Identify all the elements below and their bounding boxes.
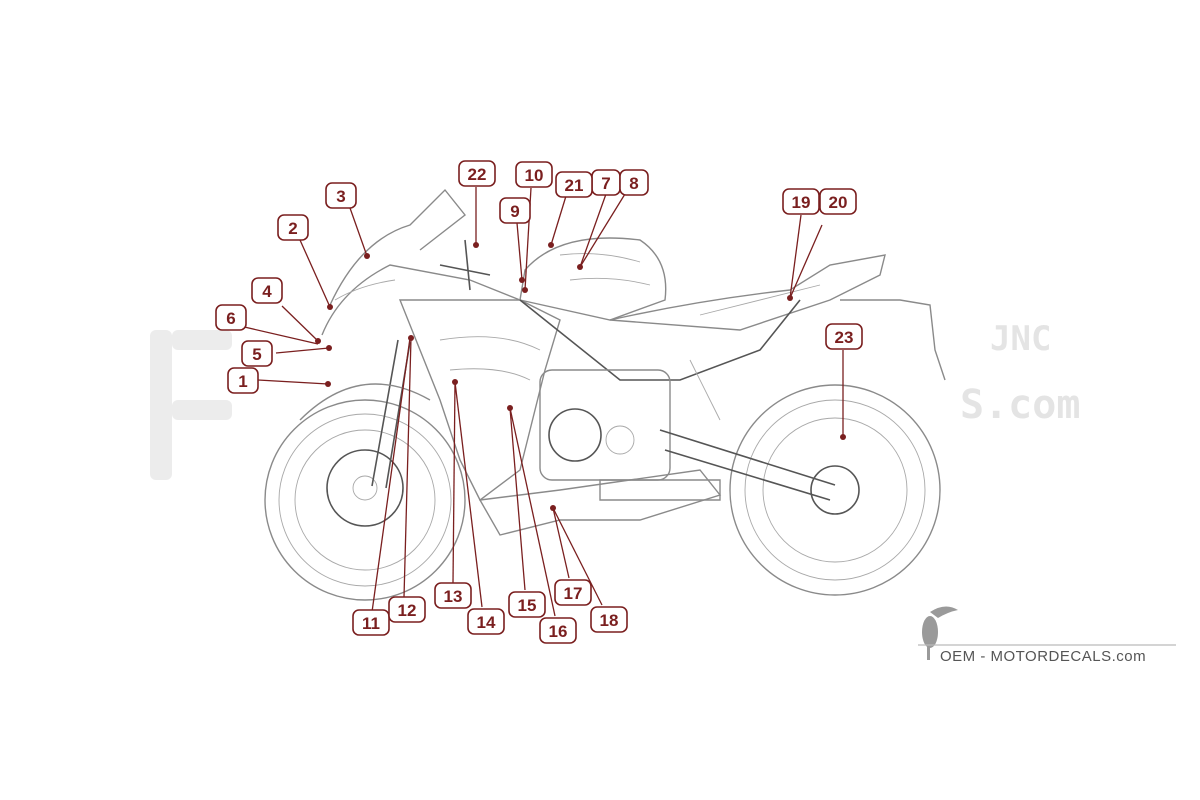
decal-target-dots bbox=[315, 242, 846, 511]
brand-watermark: OEM - MOTORDECALS.com bbox=[918, 606, 1176, 665]
svg-text:17: 17 bbox=[564, 584, 583, 603]
svg-text:15: 15 bbox=[518, 596, 537, 615]
watermark-text-com: S.com bbox=[960, 382, 1080, 428]
front-fork bbox=[371, 339, 411, 489]
callout-21: 21 bbox=[555, 171, 593, 198]
clutch-cover bbox=[548, 408, 602, 462]
callout-8: 8 bbox=[619, 169, 649, 196]
callout-19: 19 bbox=[782, 188, 820, 215]
callout-18: 18 bbox=[590, 606, 628, 633]
callout-11: 11 bbox=[352, 609, 390, 636]
callout-1: 1 bbox=[227, 367, 259, 394]
svg-text:14: 14 bbox=[477, 613, 496, 632]
exhaust bbox=[599, 479, 721, 501]
svg-text:18: 18 bbox=[600, 611, 619, 630]
callout-17: 17 bbox=[554, 579, 592, 606]
callout-13: 13 bbox=[434, 582, 472, 609]
callout-14: 14 bbox=[467, 608, 505, 635]
callout-5: 5 bbox=[241, 340, 273, 367]
leader-lines bbox=[239, 187, 844, 617]
side-fairing bbox=[398, 299, 561, 502]
callout-10: 10 bbox=[515, 161, 553, 188]
svg-text:6: 6 bbox=[226, 309, 235, 328]
svg-text:16: 16 bbox=[549, 622, 568, 641]
rear-tire bbox=[729, 384, 941, 596]
callout-3: 3 bbox=[325, 182, 357, 209]
handlebar bbox=[439, 239, 491, 291]
motorcycle-line-art bbox=[264, 188, 946, 601]
windscreen bbox=[329, 188, 466, 306]
svg-text:10: 10 bbox=[525, 166, 544, 185]
svg-text:2: 2 bbox=[288, 219, 297, 238]
svg-text:12: 12 bbox=[398, 601, 417, 620]
brand-text: OEM - MOTORDECALS.com bbox=[940, 648, 1146, 665]
callout-7: 7 bbox=[591, 169, 621, 196]
svg-text:8: 8 bbox=[629, 174, 638, 193]
fuel-tank bbox=[519, 237, 667, 321]
svg-text:23: 23 bbox=[835, 328, 854, 347]
svg-text:21: 21 bbox=[565, 176, 584, 195]
svg-text:22: 22 bbox=[468, 165, 487, 184]
callout-20: 20 bbox=[819, 188, 857, 215]
callout-22: 22 bbox=[458, 160, 496, 187]
svg-text:9: 9 bbox=[510, 202, 519, 221]
svg-text:19: 19 bbox=[792, 193, 811, 212]
callout-12: 12 bbox=[388, 596, 426, 623]
rear-sprocket bbox=[810, 465, 860, 515]
callout-6: 6 bbox=[215, 304, 247, 331]
frame bbox=[519, 299, 801, 381]
seat-and-tail bbox=[609, 254, 886, 331]
svg-text:13: 13 bbox=[444, 587, 463, 606]
svg-text:20: 20 bbox=[829, 193, 848, 212]
svg-text:7: 7 bbox=[601, 174, 610, 193]
front-brake-disc bbox=[326, 449, 404, 527]
svg-text:3: 3 bbox=[336, 187, 345, 206]
callout-9: 9 bbox=[499, 197, 531, 224]
toucan-logo-icon bbox=[922, 606, 958, 660]
upper-fairing bbox=[321, 264, 521, 336]
svg-text:5: 5 bbox=[252, 345, 261, 364]
watermark-text-top: JNC bbox=[990, 319, 1051, 359]
svg-text:4: 4 bbox=[262, 282, 272, 301]
svg-text:1: 1 bbox=[238, 372, 247, 391]
engine bbox=[539, 369, 671, 481]
background-watermark: S.com JNC bbox=[150, 319, 1080, 480]
front-tire bbox=[264, 399, 466, 601]
svg-text:11: 11 bbox=[362, 614, 380, 633]
license-bracket bbox=[840, 299, 946, 381]
swingarm bbox=[659, 429, 836, 501]
front-fender bbox=[299, 383, 431, 421]
callout-23: 23 bbox=[825, 323, 863, 350]
belly-pan bbox=[478, 469, 722, 536]
callout-4: 4 bbox=[251, 277, 283, 304]
callout-16: 16 bbox=[539, 617, 577, 644]
callout-2: 2 bbox=[277, 214, 309, 241]
callout-15: 15 bbox=[508, 591, 546, 618]
callout-labels: 1 2 3 4 5 6 7 8 9 10 11 12 13 14 15 16 1… bbox=[215, 160, 863, 644]
